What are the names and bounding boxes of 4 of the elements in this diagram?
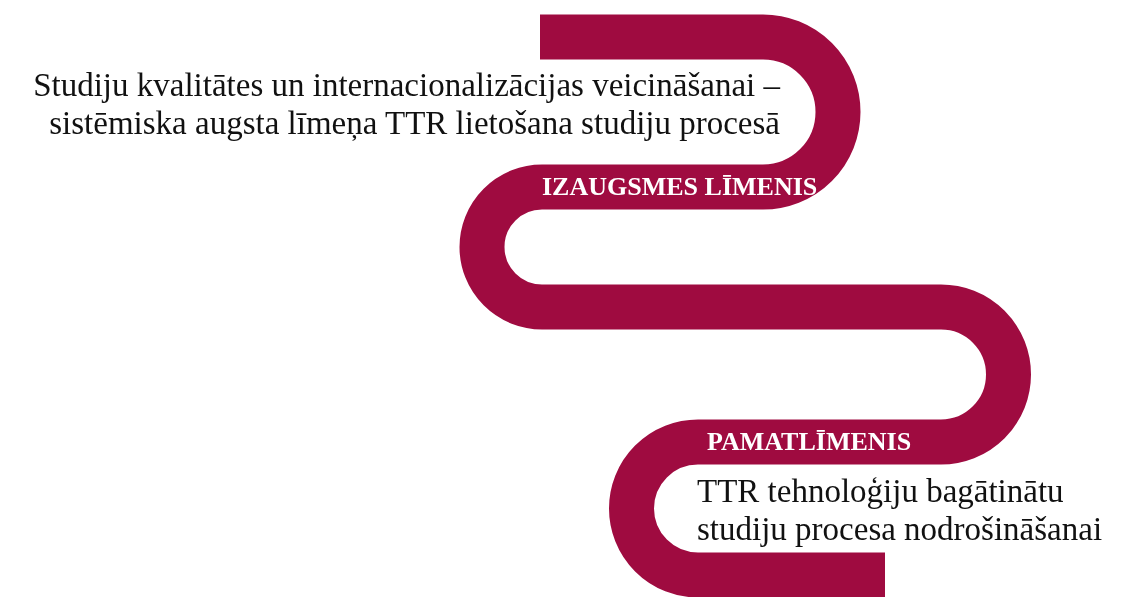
level-heading: PAMATLĪMENIS <box>707 426 912 458</box>
level-heading: IZAUGSMES LĪMENIS <box>542 171 818 203</box>
description-text: TTR tehnoloģiju bagātinātu studiju procesa nodrošināšanai <box>697 472 1104 548</box>
description-text: Studiju kvalitātes un internacionalizācijas veicināšanai – sistēmiska augsta līmeņa TTR lietošana studiju procesā <box>32 66 780 142</box>
